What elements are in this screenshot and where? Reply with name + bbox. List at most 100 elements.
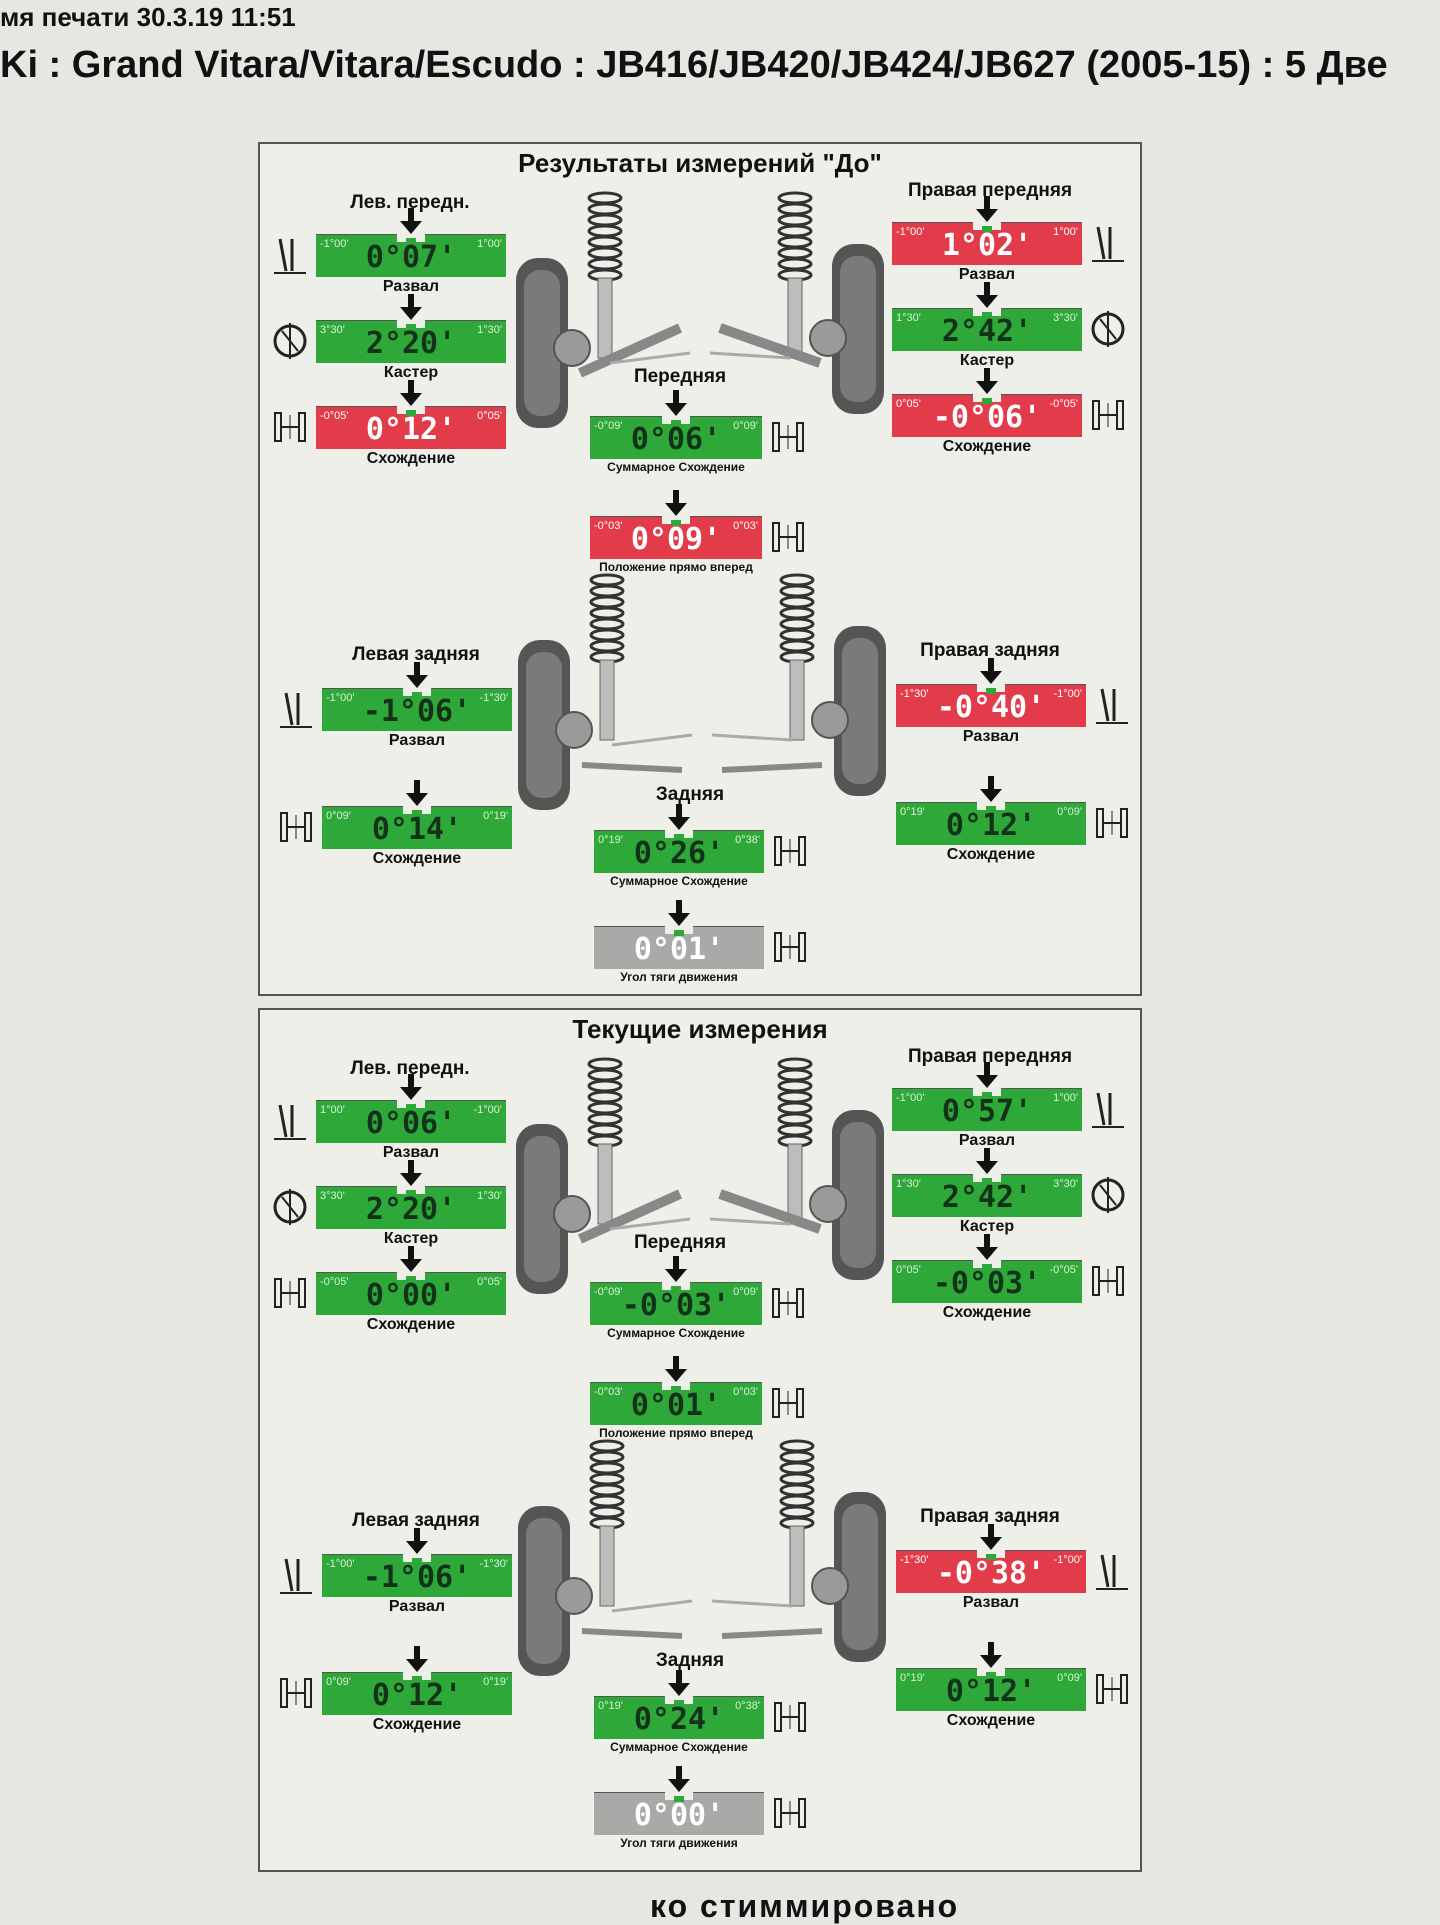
gauge-max-label: 0°38'	[735, 834, 760, 846]
rear-left-toe-gauge: 0°09'0°19'0°14'	[322, 806, 512, 849]
gauge-center-marker	[403, 1554, 431, 1564]
rear-right-label: Правая задняя	[920, 640, 1060, 661]
gauge-center-marker	[662, 516, 690, 526]
rear-total-thrust-gauge: 0°00'	[594, 1792, 764, 1835]
gauge-max-label: 0°19'	[483, 1676, 508, 1688]
front-total-total-toe-caption: Суммарное Схождение	[607, 1326, 745, 1340]
gauge-value: -0°38'	[936, 1556, 1046, 1591]
gauge-min-label: 0°19'	[900, 1672, 925, 1684]
rear-right-label: Правая задняя	[920, 1506, 1060, 1527]
gauge-value: 0°24'	[633, 1702, 725, 1737]
gauge-value: 0°07'	[365, 240, 457, 275]
gauge-value: 0°00'	[633, 1798, 725, 1833]
gauge-max-label: -1°00'	[1053, 688, 1082, 700]
gauge-min-label: -1°00'	[326, 1558, 355, 1570]
gauge-min-label: 0°09'	[326, 1676, 351, 1688]
rear-suspension-illustration	[512, 1426, 892, 1691]
wheel-icon	[1090, 1175, 1126, 1215]
gauge-max-label: 0°09'	[1057, 1672, 1082, 1684]
rear-left-toe-gauge: 0°09'0°19'0°12'	[322, 1672, 512, 1715]
vehicle-title: Ki : Grand Vitara/Vitara/Escudo : JB416/…	[0, 44, 1388, 86]
rear-total-total-toe-gauge: 0°19'0°38'0°24'	[594, 1696, 764, 1739]
axle-icon	[1090, 395, 1126, 435]
front-suspension-illustration	[510, 178, 890, 443]
front-total-label: Передняя	[633, 366, 727, 387]
gauge-min-label: -0°03'	[594, 520, 623, 532]
gauge-value: 0°12'	[945, 1674, 1037, 1709]
front-right-toe-gauge: 0°05'-0°05'-0°06'	[892, 394, 1082, 437]
strut-icon	[278, 1555, 314, 1595]
rear-total-label: Задняя	[655, 784, 725, 805]
rear-total-thrust-caption: Угол тяги движения	[620, 970, 738, 984]
front-left-camber-caption: Развал	[382, 278, 440, 295]
gauge-center-marker	[973, 1260, 1001, 1270]
gauge-max-label: -1°30'	[479, 1558, 508, 1570]
axle-icon	[772, 927, 808, 967]
gauge-max-label: -0°05'	[1049, 1264, 1078, 1276]
gauge-center-marker	[977, 1668, 1005, 1678]
gauge-value: 0°14'	[371, 812, 463, 847]
gauge-value: -1°06'	[362, 694, 472, 729]
gauge-value: 0°06'	[365, 1106, 457, 1141]
gauge-min-label: -1°00'	[896, 226, 925, 238]
gauge-center-marker	[403, 1672, 431, 1682]
gauge-value: 2°20'	[365, 1192, 457, 1227]
rear-right-toe-gauge: 0°19' 0°09' 0°12'	[896, 1668, 1086, 1711]
rear-left-camber-gauge: -1°00'-1°30'-1°06'	[322, 1554, 512, 1597]
gauge-min-label: -0°09'	[594, 420, 623, 432]
gauge-center-marker	[403, 688, 431, 698]
axle-icon	[772, 1697, 808, 1737]
panel-title: Текущие измерения	[572, 1014, 828, 1044]
rear-total-total-toe-caption: Суммарное Схождение	[610, 874, 748, 888]
gauge-center-marker	[662, 416, 690, 426]
gauge-min-label: 0°19'	[598, 1700, 623, 1712]
gauge-max-label: 3°30'	[1053, 312, 1078, 324]
gauge-value: 0°01'	[630, 1388, 722, 1423]
gauge-max-label: -1°30'	[479, 692, 508, 704]
strut-icon	[272, 1101, 308, 1141]
gauge-center-marker	[397, 234, 425, 244]
rear-right-toe-gauge: 0°19'0°09'0°12'	[896, 802, 1086, 845]
gauge-min-label: 3°30'	[320, 1190, 345, 1202]
gauge-value: 0°57'	[941, 1094, 1033, 1129]
gauge-value: 2°42'	[941, 314, 1033, 349]
rear-total-thrust-caption: Угол тяги движения	[620, 1836, 738, 1850]
gauge-center-marker	[977, 684, 1005, 694]
strut-icon	[1094, 1551, 1130, 1591]
gauge-min-label: -1°00'	[320, 238, 349, 250]
front-left-caster-gauge: 3°30'1°30'2°20'	[316, 320, 506, 363]
gauge-max-label: 3°30'	[1053, 1178, 1078, 1190]
gauge-max-label: 1°00'	[1053, 1092, 1078, 1104]
front-left-caster-gauge: 3°30' 1°30' 2°20'	[316, 1186, 506, 1229]
front-left-caster-caption: Кастер	[383, 1230, 439, 1247]
wheel-icon	[1090, 309, 1126, 349]
gauge-center-marker	[397, 1186, 425, 1196]
gauge-min-label: -0°09'	[594, 1286, 623, 1298]
axle-icon	[770, 1383, 806, 1423]
front-right-camber-gauge: -1°00'1°00'0°57'	[892, 1088, 1082, 1131]
gauge-max-label: 0°03'	[733, 520, 758, 532]
front-left-toe-gauge: -0°05'0°05'0°12'	[316, 406, 506, 449]
gauge-max-label: 1°00'	[477, 238, 502, 250]
axle-icon	[1094, 803, 1130, 843]
axle-icon	[770, 417, 806, 457]
front-total-straight-ahead-caption: Положение прямо вперед	[599, 1426, 753, 1440]
front-left-caster-caption: Кастер	[383, 364, 439, 381]
gauge-center-marker	[397, 406, 425, 416]
rear-left-camber-caption: Развал	[388, 732, 446, 749]
rear-suspension-illustration	[512, 560, 892, 825]
strut-icon	[1090, 223, 1126, 263]
gauge-center-marker	[397, 1272, 425, 1282]
axle-icon	[1094, 1669, 1130, 1709]
front-total-straight-ahead-caption: Положение прямо вперед	[599, 560, 753, 574]
gauge-center-marker	[973, 308, 1001, 318]
gauge-min-label: 0°09'	[326, 810, 351, 822]
front-total-straight-ahead-gauge: -0°03'0°03'0°01'	[590, 1382, 762, 1425]
gauge-center-marker	[977, 1550, 1005, 1560]
gauge-value: -0°03'	[932, 1266, 1042, 1301]
print-time: мя печати 30.3.19 11:51	[0, 2, 296, 32]
front-right-toe-gauge: 0°05'-0°05'-0°03'	[892, 1260, 1082, 1303]
gauge-max-label: 0°05'	[477, 1276, 502, 1288]
gauge-min-label: 0°05'	[896, 398, 921, 410]
gauge-max-label: 1°30'	[477, 1190, 502, 1202]
